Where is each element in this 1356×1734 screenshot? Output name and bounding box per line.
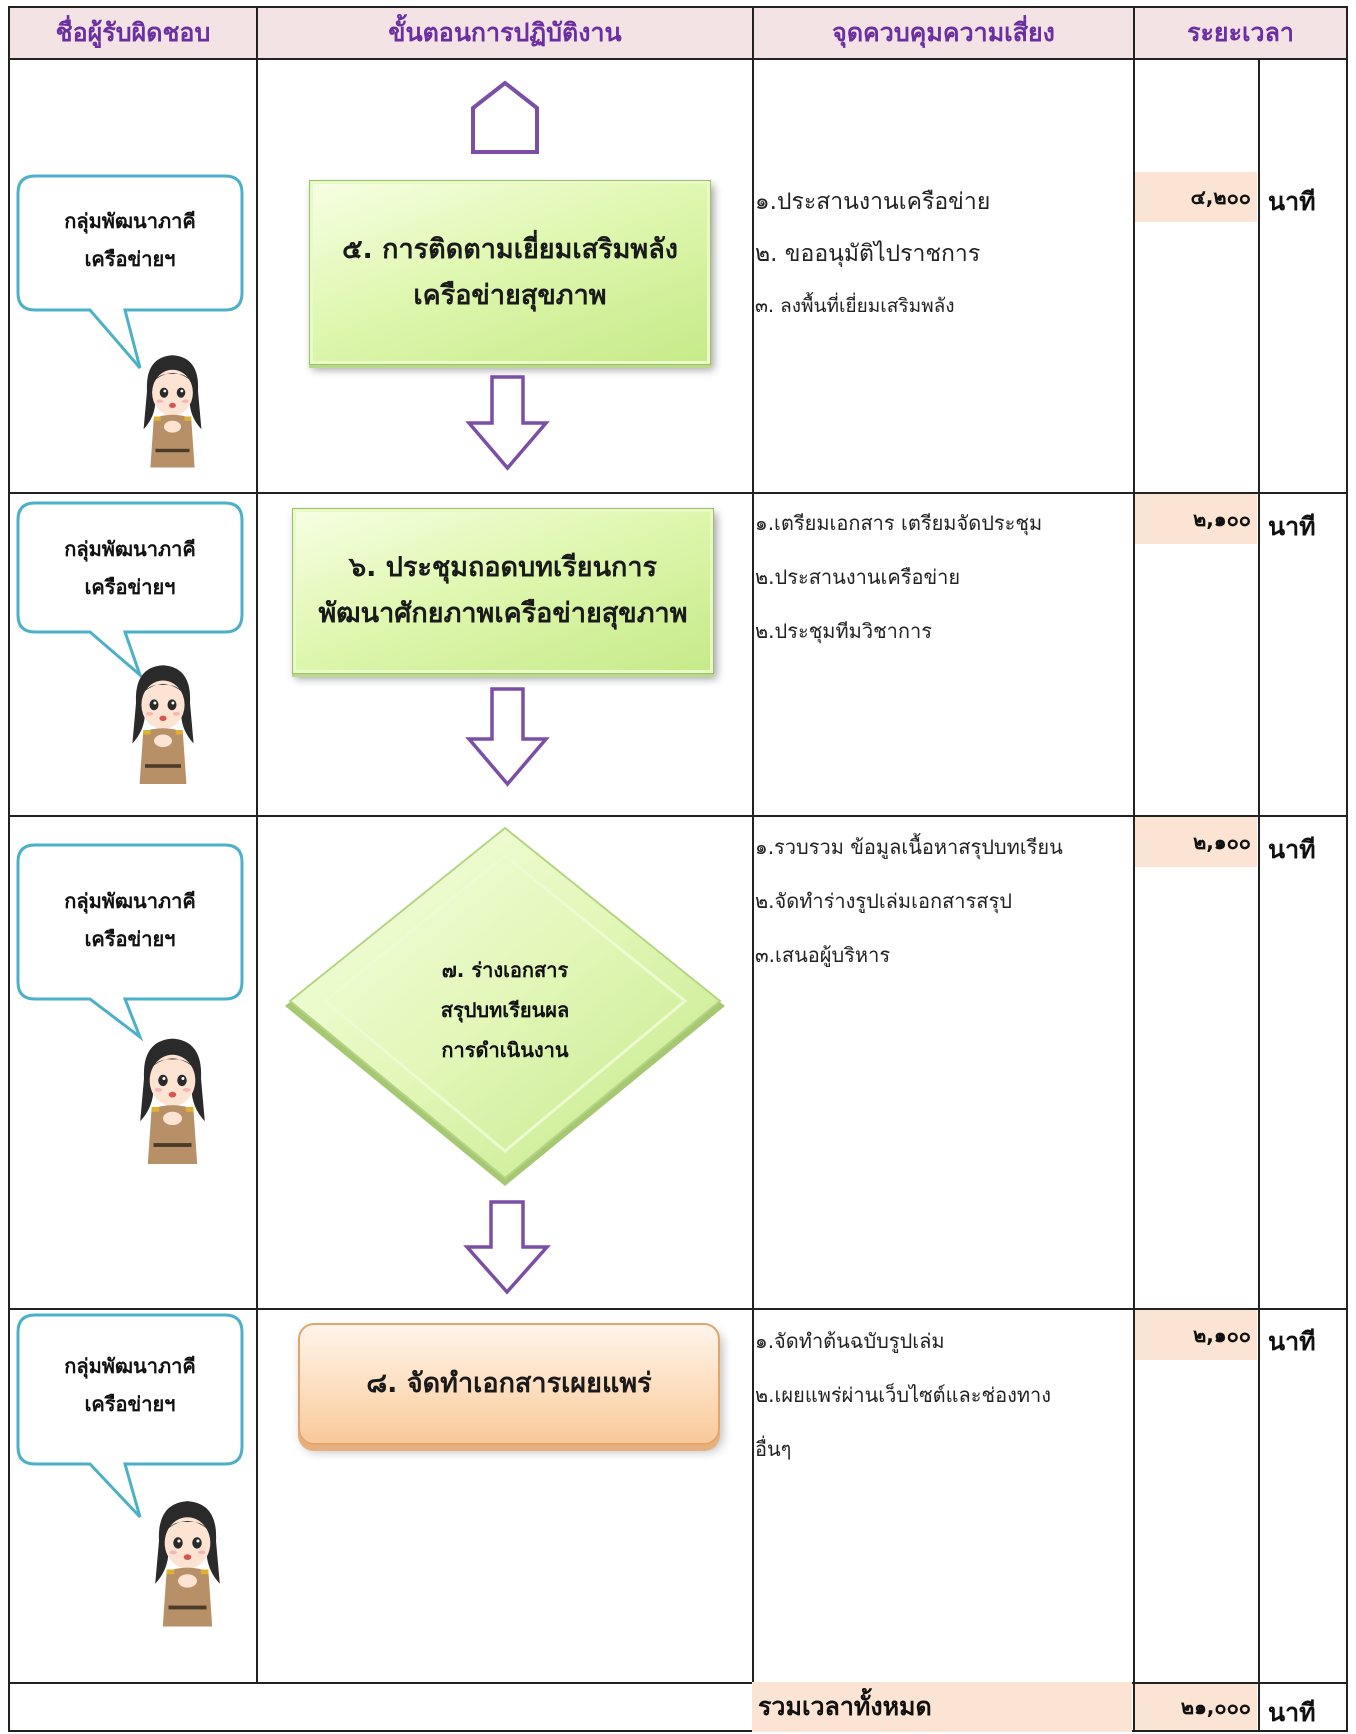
risk-list: ๑.ประสานงานเครือข่าย ๒. ขออนุมัติไปราชกา… bbox=[755, 176, 1125, 332]
step-8-line1: ๘. จัดทำเอกสารเผยแพร่ bbox=[366, 1368, 652, 1399]
risk-item: ๓. ลงพื้นที่เยี่ยมเสริมพลัง bbox=[755, 295, 955, 317]
risk-item: ๒. ขออนุมัติไปราชการ bbox=[755, 241, 981, 267]
start-connector-shape bbox=[471, 80, 539, 154]
process-step-7: ๗. ร่างเอกสาร สรุปบทเรียนผล การดำเนินงาน bbox=[415, 950, 595, 1070]
responsible-line1: กลุ่มพัฒนาภาคี bbox=[64, 889, 196, 913]
step-7-line3: การดำเนินงาน bbox=[441, 1038, 569, 1062]
risk-list: ๑.จัดทำต้นฉบับรูปเล่ม ๒.เผยแพร่ผ่านเว็บไ… bbox=[755, 1314, 1125, 1476]
responsible-line2: เครือข่ายฯ bbox=[84, 575, 176, 599]
character-avatar bbox=[130, 338, 215, 478]
down-arrow-icon bbox=[465, 375, 550, 471]
step-7-line2: สรุปบทเรียนผล bbox=[440, 998, 570, 1022]
down-arrow-icon bbox=[463, 1200, 551, 1295]
header-duration: ระยะเวลา bbox=[1135, 8, 1346, 58]
responsible-line1: กลุ่มพัฒนาภาคี bbox=[64, 537, 196, 561]
total-duration-value: ๒๑,๐๐๐ bbox=[1135, 1684, 1257, 1730]
duration-unit: นาที bbox=[1268, 835, 1316, 864]
header-procedure: ขั้นตอนการปฏิบัติงาน bbox=[258, 8, 752, 58]
duration-value: ๒,๑๐๐ bbox=[1135, 1310, 1257, 1360]
character-avatar bbox=[140, 1485, 235, 1635]
duration-unit: นาที bbox=[1268, 1327, 1316, 1356]
step-6-line2: พัฒนาศักยภาพเครือข่ายสุขภาพ bbox=[318, 598, 688, 629]
responsible-line1: กลุ่มพัฒนาภาคี bbox=[64, 209, 196, 233]
duration-unit: นาที bbox=[1268, 187, 1316, 216]
responsible-label: กลุ่มพัฒนาภาคี เครือข่ายฯ bbox=[15, 190, 245, 290]
duration-value: ๒,๑๐๐ bbox=[1135, 817, 1257, 867]
risk-item: อื่นๆ bbox=[755, 1437, 792, 1461]
duration-value: ๔,๒๐๐ bbox=[1135, 172, 1257, 222]
down-arrow-icon bbox=[465, 687, 550, 787]
responsible-label: กลุ่มพัฒนาภาคี เครือข่ายฯ bbox=[15, 870, 245, 970]
character-avatar bbox=[118, 646, 208, 796]
risk-item: ๑.ประสานงานเครือข่าย bbox=[755, 189, 991, 215]
decision-diamond-shape bbox=[285, 826, 725, 1186]
total-duration-unit: นาที bbox=[1268, 1698, 1316, 1727]
step-7-line1: ๗. ร่างเอกสาร bbox=[441, 958, 569, 982]
risk-item: ๓.เสนอผู้บริหาร bbox=[755, 943, 891, 967]
risk-item: ๑.เตรียมเอกสาร เตรียมจัดประชุม bbox=[755, 511, 1043, 535]
step-6-line1: ๖. ประชุมถอดบทเรียนการ bbox=[348, 552, 658, 583]
responsible-label: กลุ่มพัฒนาภาคี เครือข่ายฯ bbox=[15, 1335, 245, 1435]
duration-unit: นาที bbox=[1268, 512, 1316, 541]
risk-list: ๑.รวบรวม ข้อมูลเนื้อหาสรุปบทเรียน ๒.จัดท… bbox=[755, 820, 1125, 982]
responsible-line2: เครือข่ายฯ bbox=[84, 1392, 176, 1416]
header-risk-control: จุดควบคุมความเสี่ยง bbox=[754, 8, 1133, 58]
responsible-line2: เครือข่ายฯ bbox=[84, 247, 176, 271]
risk-item: ๒.จัดทำร่างรูปเล่มเอกสารสรุป bbox=[755, 889, 1012, 913]
responsible-label: กลุ่มพัฒนาภาคี เครือข่ายฯ bbox=[15, 518, 245, 618]
step-5-line2: เครือข่ายสุขภาพ bbox=[413, 279, 607, 311]
duration-value: ๒,๑๐๐ bbox=[1135, 494, 1257, 544]
speech-bubble bbox=[16, 1313, 244, 1519]
process-step-8: ๘. จัดทำเอกสารเผยแพร่ bbox=[298, 1323, 720, 1445]
speech-bubble bbox=[16, 501, 244, 680]
total-label: รวมเวลาทั้งหมด bbox=[752, 1682, 1132, 1732]
step-5-line1: ๕. การติดตามเยี่ยมเสริมพลัง bbox=[342, 233, 678, 265]
header-responsible: ชื่อผู้รับผิดชอบ bbox=[10, 8, 256, 58]
process-step-6: ๖. ประชุมถอดบทเรียนการ พัฒนาศักยภาพเครือ… bbox=[292, 508, 714, 674]
risk-item: ๑.รวบรวม ข้อมูลเนื้อหาสรุปบทเรียน bbox=[755, 835, 1063, 859]
risk-item: ๒.เผยแพร่ผ่านเว็บไซต์และช่องทาง bbox=[755, 1383, 1052, 1407]
character-avatar bbox=[125, 1015, 220, 1180]
risk-list: ๑.เตรียมเอกสาร เตรียมจัดประชุม ๒.ประสานง… bbox=[755, 496, 1125, 658]
speech-bubble bbox=[16, 843, 244, 1042]
speech-bubble bbox=[16, 174, 244, 369]
responsible-line1: กลุ่มพัฒนาภาคี bbox=[64, 1354, 196, 1378]
responsible-line2: เครือข่ายฯ bbox=[84, 927, 176, 951]
risk-item: ๒.ประสานงานเครือข่าย bbox=[755, 565, 961, 589]
process-step-5: ๕. การติดตามเยี่ยมเสริมพลัง เครือข่ายสุข… bbox=[309, 180, 711, 365]
risk-item: ๑.จัดทำต้นฉบับรูปเล่ม bbox=[755, 1329, 945, 1353]
risk-item: ๒.ประชุมทีมวิชาการ bbox=[755, 619, 932, 643]
